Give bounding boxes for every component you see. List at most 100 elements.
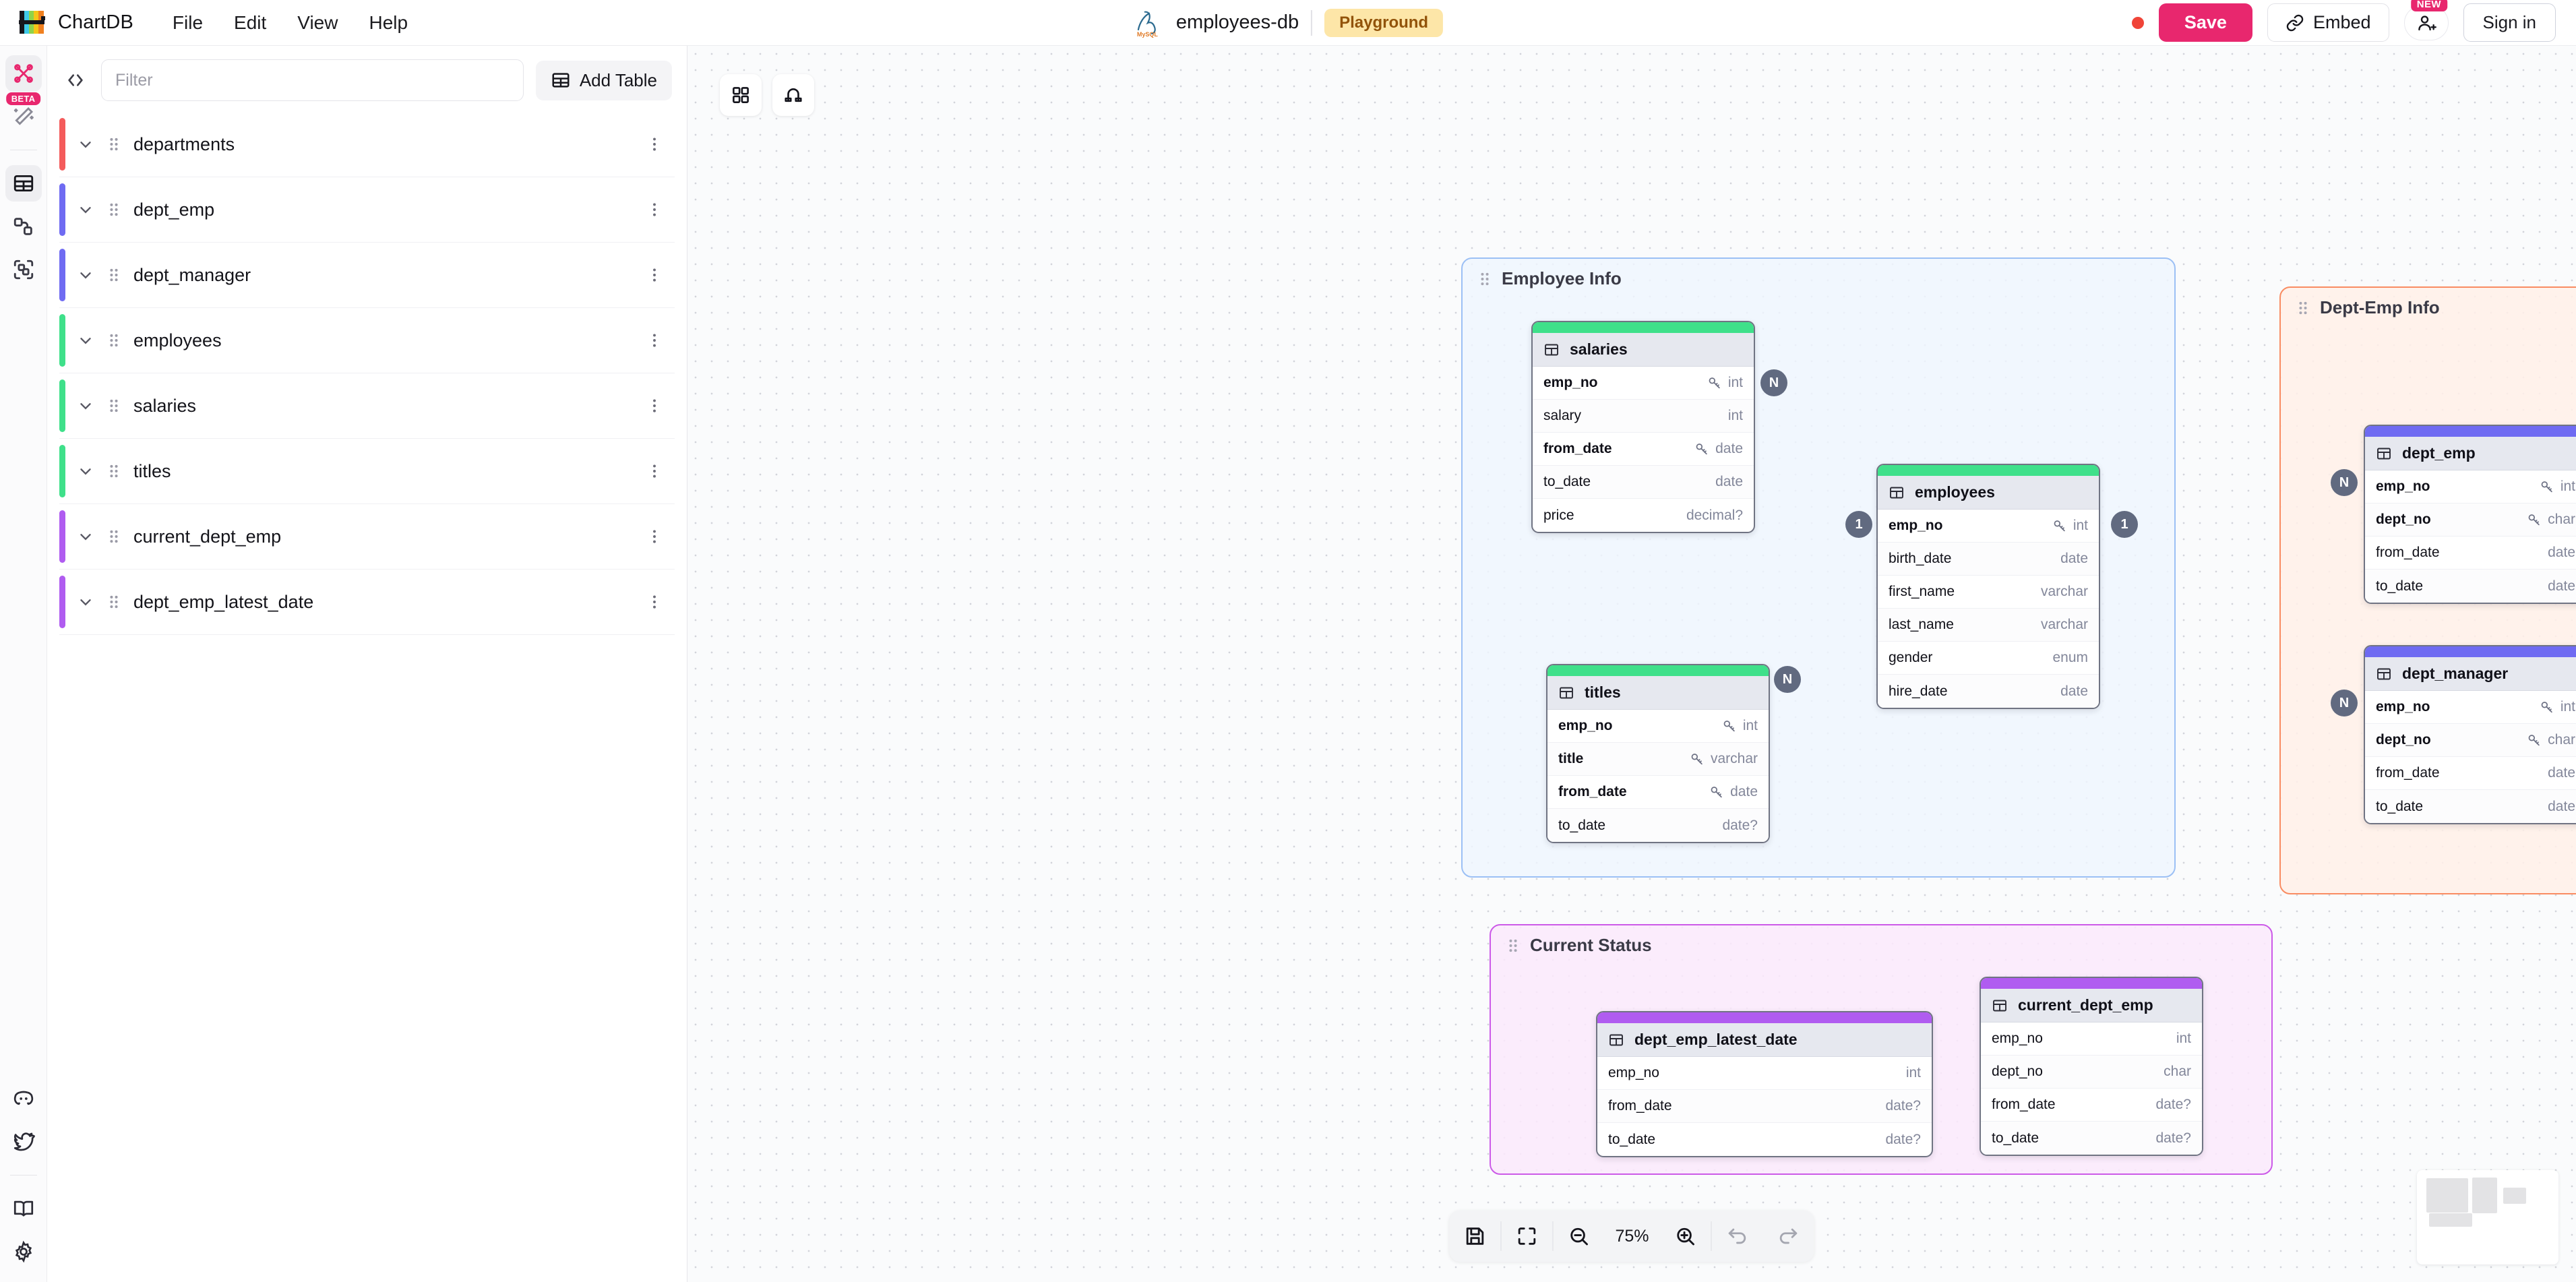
expand-chevron-icon[interactable] — [77, 528, 94, 545]
table-list-item[interactable]: dept_emp_latest_date — [59, 570, 675, 635]
zoom-level-label[interactable]: 75% — [1615, 1226, 1649, 1246]
drag-handle-icon[interactable] — [1477, 270, 1492, 288]
drag-handle-icon[interactable] — [106, 266, 121, 284]
table-list-item[interactable]: departments — [59, 112, 675, 177]
table-options-button[interactable] — [646, 462, 663, 480]
areas-icon-button[interactable] — [5, 251, 42, 288]
expand-chevron-icon[interactable] — [77, 201, 94, 218]
zoom-out-icon-button[interactable] — [1553, 1211, 1604, 1262]
table-list-item[interactable]: salaries — [59, 373, 675, 439]
settings-gear-icon-button[interactable] — [5, 1233, 42, 1270]
table-options-button[interactable] — [646, 593, 663, 611]
drag-handle-icon[interactable] — [106, 528, 121, 545]
embed-button[interactable]: Embed — [2267, 3, 2389, 42]
drag-handle-icon[interactable] — [1506, 937, 1521, 954]
magic-wand-icon-button[interactable]: BETA — [5, 92, 42, 135]
table-options-button[interactable] — [646, 201, 663, 218]
expand-chevron-icon[interactable] — [77, 266, 94, 284]
table-node-header[interactable]: employees — [1878, 476, 2099, 510]
tables-icon-button[interactable] — [5, 165, 42, 202]
table-options-button[interactable] — [646, 332, 663, 349]
relationships-icon-button[interactable] — [5, 208, 42, 245]
undo-icon-button[interactable] — [1712, 1211, 1763, 1262]
drag-handle-icon[interactable] — [2296, 299, 2310, 317]
canvas-minimap[interactable] — [2417, 1170, 2558, 1264]
drag-handle-icon[interactable] — [106, 462, 121, 480]
drag-handle-icon[interactable] — [106, 332, 121, 349]
table-options-button[interactable] — [646, 528, 663, 545]
save-disk-icon-button[interactable] — [1449, 1211, 1500, 1262]
table-node-header[interactable]: dept_manager — [2365, 657, 2576, 691]
menu-edit[interactable]: Edit — [234, 11, 267, 33]
table-node-header[interactable]: salaries — [1533, 333, 1754, 367]
drag-handle-icon[interactable] — [106, 397, 121, 415]
grid-toggle-icon-button[interactable] — [720, 74, 762, 116]
diagram-name[interactable]: employees-db — [1175, 11, 1299, 33]
menu-file[interactable]: File — [172, 11, 204, 33]
expand-chevron-icon[interactable] — [77, 332, 94, 349]
discord-icon-button[interactable] — [5, 1080, 42, 1117]
expand-chevron-icon[interactable] — [77, 135, 94, 153]
redo-icon-button[interactable] — [1763, 1211, 1814, 1262]
table-node-header[interactable]: current_dept_emp — [1981, 989, 2202, 1022]
table-options-button[interactable] — [646, 135, 663, 153]
twitter-icon-button[interactable] — [5, 1124, 42, 1160]
table-options-button[interactable] — [646, 266, 663, 284]
table-list-item[interactable]: dept_emp — [59, 177, 675, 243]
table-options-button[interactable] — [646, 397, 663, 415]
drag-handle-icon[interactable] — [106, 201, 121, 218]
menu-help[interactable]: Help — [369, 11, 408, 33]
expand-chevron-icon[interactable] — [77, 462, 94, 480]
table-node-header[interactable]: dept_emp_latest_date — [1597, 1023, 1932, 1057]
docs-icon-button[interactable] — [5, 1190, 42, 1227]
table-list-item[interactable]: titles — [59, 439, 675, 504]
add-table-button[interactable]: Add Table — [535, 60, 672, 100]
drag-handle-icon[interactable] — [106, 135, 121, 153]
table-node-header[interactable]: titles — [1547, 676, 1769, 710]
table-node-header[interactable]: dept_emp — [2365, 437, 2576, 470]
expand-chevron-icon[interactable] — [77, 593, 94, 611]
drag-handle-icon[interactable] — [106, 593, 121, 611]
zoom-in-icon-button[interactable] — [1660, 1211, 1711, 1262]
save-button[interactable]: Save — [2158, 3, 2252, 42]
magnet-snap-icon-button[interactable] — [772, 74, 814, 116]
filter-input[interactable] — [101, 59, 524, 101]
expand-chevron-icon[interactable] — [77, 397, 94, 415]
add-user-button[interactable]: NEW — [2403, 0, 2449, 40]
diagram-logo-icon-button[interactable] — [5, 55, 42, 92]
